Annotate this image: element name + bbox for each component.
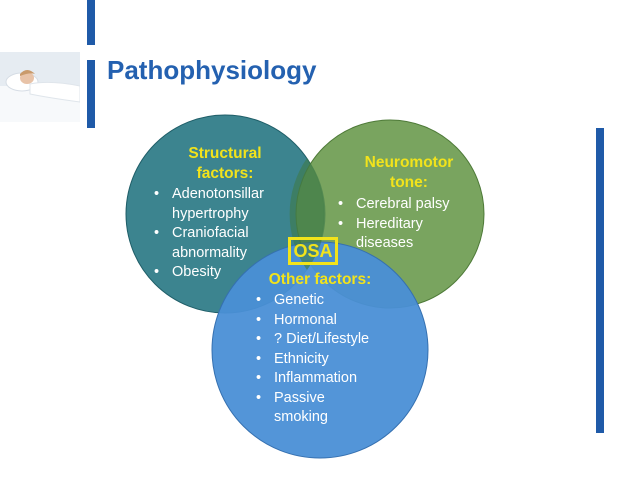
accent-bar-right xyxy=(596,128,604,433)
other-heading: Other factors: xyxy=(268,271,372,288)
list-item: Cerebral palsy xyxy=(334,195,474,215)
slide-title: Pathophysiology xyxy=(107,55,317,85)
sleeping-person-image xyxy=(0,52,80,122)
list-item: Ethnicity xyxy=(252,350,382,370)
list-item: Craniofacial abnormality xyxy=(150,224,290,263)
list-item: Inflammation xyxy=(252,369,382,389)
list-item: Passive smoking xyxy=(252,389,382,428)
list-item: Hormonal xyxy=(252,311,382,331)
accent-bar-top xyxy=(87,0,95,45)
other-list: Genetic Hormonal ? Diet/Lifestyle Ethnic… xyxy=(252,291,382,428)
list-item: Obesity xyxy=(150,263,290,283)
structural-list: Adenotonsillar hypertrophy Craniofacial … xyxy=(150,185,290,283)
accent-bar-left xyxy=(87,60,95,128)
list-item: ? Diet/Lifestyle xyxy=(252,330,382,350)
structural-neuromotor-overlap xyxy=(289,158,326,270)
neuromotor-heading: Neuromotor tone: xyxy=(364,154,454,191)
list-item: Hereditary diseases xyxy=(334,215,474,254)
center-osa-label: OSA xyxy=(288,237,338,265)
list-item: Adenotonsillar hypertrophy xyxy=(150,185,290,224)
neuromotor-list: Cerebral palsy Hereditary diseases xyxy=(334,195,474,254)
list-item: Genetic xyxy=(252,291,382,311)
structural-heading: Structural factors: xyxy=(188,145,262,182)
